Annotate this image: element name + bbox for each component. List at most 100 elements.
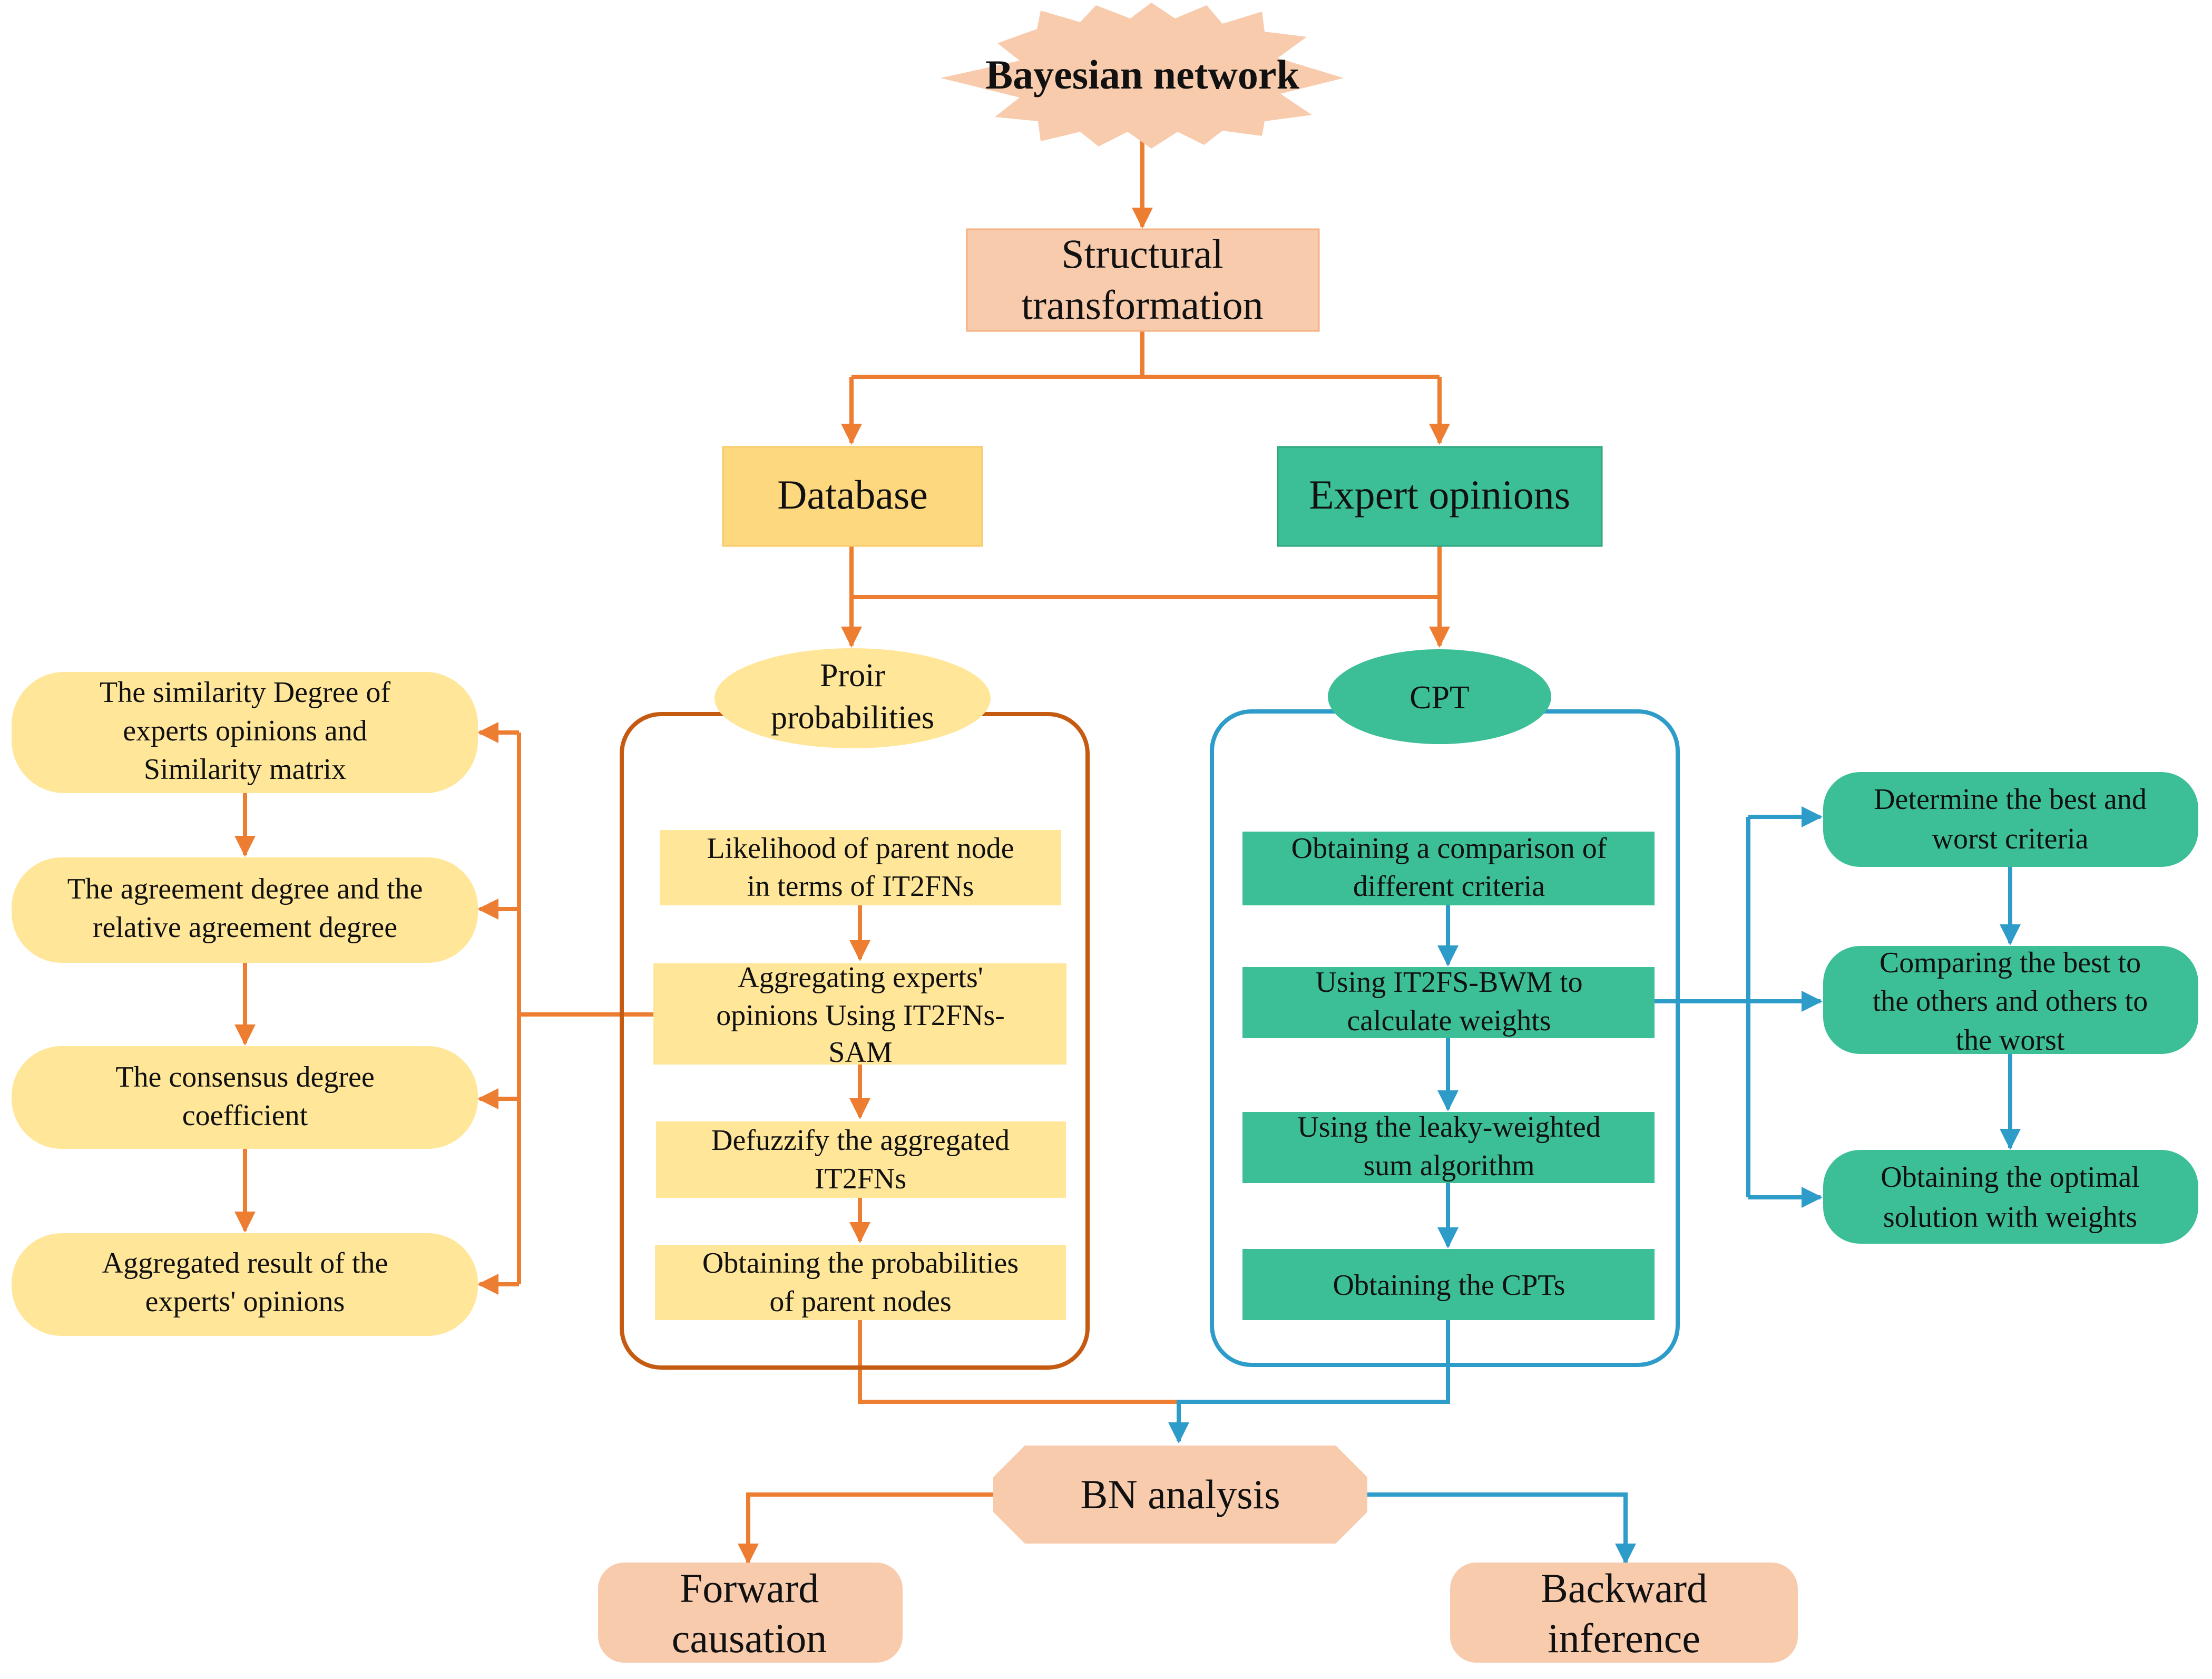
sam-step: The consensus degree coefficient: [12, 1046, 478, 1149]
bn-analysis-label: BN analysis: [1080, 1471, 1280, 1517]
cpt-step-1-line-1: Obtaining a comparison of: [1291, 832, 1607, 865]
expert-opinions-node: Expert opinions: [1277, 446, 1603, 547]
bwm-step-2-line-3: the worst: [1956, 1024, 2065, 1057]
sam-step: The agreement degree and the relative ag…: [12, 857, 478, 963]
sam-step-box: [12, 1046, 478, 1149]
backward-inference-line-2: inference: [1548, 1615, 1700, 1661]
bwm-step-box: [1823, 1150, 2198, 1244]
prior-step-2-line-3: SAM: [828, 1036, 892, 1069]
sam-detail-column: The similarity Degree of experts opinion…: [12, 672, 478, 1336]
cpt-step-box: [1242, 1112, 1655, 1183]
bwm-step-1-line-1: Determine the best and: [1874, 783, 2147, 816]
prior-step-3-line-2: IT2FNs: [815, 1163, 906, 1195]
structural-transformation-box: [966, 228, 1320, 332]
prior-step-4-line-1: Obtaining the probabilities: [702, 1247, 1019, 1280]
prior-step: Obtaining the probabilities of parent no…: [655, 1245, 1066, 1320]
prior-step-box: [656, 1121, 1066, 1198]
structural-transformation-line-2: transformation: [1021, 282, 1263, 328]
bwm-step: Obtaining the optimal solution with weig…: [1823, 1150, 2198, 1244]
forward-causation-line-2: causation: [672, 1615, 827, 1661]
connector-database-down: [849, 545, 1440, 599]
cpt-step: Obtaining the CPTs: [1242, 1249, 1655, 1320]
sam-step-2-line-1: The agreement degree and the: [67, 873, 423, 905]
forward-causation-box: [598, 1563, 903, 1663]
prior-step: Aggregating experts' opinions Using IT2F…: [653, 961, 1066, 1069]
bwm-step-1-line-2: worst criteria: [1932, 823, 2089, 855]
bwm-step-3-line-1: Obtaining the optimal: [1881, 1161, 2139, 1194]
bwm-step: Comparing the best to the others and oth…: [1823, 946, 2198, 1057]
connector-bn-to-backward: [1367, 1492, 1636, 1565]
prior-step-1-line-2: in terms of IT2FNs: [747, 870, 974, 903]
sam-step: The similarity Degree of experts opinion…: [12, 672, 478, 793]
sam-step-2-line-2: relative agreement degree: [93, 911, 397, 944]
cpt-step: Using the leaky-weighted sum algorithm: [1242, 1111, 1655, 1183]
orange-connectors: [234, 140, 1450, 1565]
bwm-step-box: [1823, 946, 2198, 1054]
bwm-step-box: [1823, 772, 2198, 867]
bn-analysis-node: BN analysis: [993, 1446, 1367, 1544]
title-starburst: [941, 3, 1344, 149]
structural-transformation-line-1: Structural: [1061, 231, 1224, 277]
backward-inference-line-1: Backward: [1541, 1565, 1707, 1611]
blue-connectors: [1168, 806, 2021, 1565]
prior-step-2-line-2: opinions Using IT2FNs-: [716, 999, 1005, 1032]
cpt-step-1-line-2: different criteria: [1353, 870, 1545, 903]
cpt-header-label: CPT: [1410, 680, 1470, 716]
sam-step-box: [12, 857, 478, 963]
sam-step-4-line-2: experts' opinions: [145, 1285, 345, 1318]
backward-inference-box: [1450, 1563, 1798, 1663]
sam-step-1-line-1: The similarity Degree of: [100, 676, 390, 709]
cpt-step-box: [1242, 1249, 1655, 1320]
prior-header-line-1: Proir: [820, 658, 885, 694]
sam-step-1-line-2: experts opinions and: [123, 715, 367, 747]
expert-opinions-box: [1277, 446, 1603, 547]
prior-step: Likelihood of parent node in terms of IT…: [660, 830, 1061, 905]
connector-structural-split: [851, 331, 1440, 379]
cpt-step-box: [1242, 967, 1655, 1038]
database-box: [722, 446, 983, 547]
sam-step-box: [12, 1233, 478, 1336]
connector-sam-bracket: [517, 733, 658, 1284]
connector-bn-to-forward: [738, 1492, 993, 1565]
prior-step-box: [660, 830, 1061, 905]
bwm-step-2-line-2: the others and others to: [1873, 985, 2148, 1018]
bn-analysis-octagon: [993, 1446, 1367, 1544]
prior-header-ellipse: [715, 648, 991, 748]
bwm-step: Determine the best and worst criteria: [1823, 772, 2198, 867]
sam-step: Aggregated result of the experts' opinio…: [12, 1233, 478, 1336]
prior-header-line-2: probabilities: [771, 700, 934, 736]
expert-opinions-label: Expert opinions: [1309, 472, 1570, 518]
cpt-step: Obtaining a comparison of different crit…: [1242, 832, 1655, 905]
cpt-step-4-line-1: Obtaining the CPTs: [1333, 1269, 1565, 1302]
sam-step-3-line-1: The consensus degree: [115, 1061, 374, 1094]
connector-cpt-to-bn: [1168, 1320, 1450, 1443]
bwm-step-2-line-1: Comparing the best to: [1880, 946, 2141, 979]
sam-step-4-line-1: Aggregated result of the: [102, 1247, 388, 1280]
cpt-step-box: [1242, 832, 1655, 905]
forward-causation-node: Forward causation: [598, 1563, 903, 1663]
sam-step-3-line-2: coefficient: [182, 1099, 308, 1132]
bwm-detail-column: Determine the best and worst criteria Co…: [1823, 772, 2198, 1244]
prior-step-3-line-1: Defuzzify the aggregated: [711, 1124, 1010, 1157]
database-node: Database: [722, 446, 983, 547]
cpt-step-3-line-1: Using the leaky-weighted: [1297, 1111, 1600, 1144]
cpt-step-3-line-2: sum algorithm: [1363, 1149, 1534, 1182]
prior-step-box: [653, 963, 1066, 1065]
sam-step-1-line-3: Similarity matrix: [144, 753, 346, 786]
bwm-step-3-line-2: solution with weights: [1883, 1201, 2137, 1234]
cpt-header-ellipse: [1328, 649, 1551, 744]
forward-causation-line-1: Forward: [680, 1565, 819, 1611]
prior-step-4-line-2: of parent nodes: [769, 1285, 951, 1318]
cpt-panel: CPT Obtaining a comparison of different …: [1210, 649, 1680, 1367]
cpt-step-2-line-1: Using IT2FS-BWM to: [1315, 966, 1582, 999]
structural-transformation-node: Structural transformation: [966, 228, 1320, 332]
prior-probabilities-panel: Proir probabilities Likelihood of parent…: [620, 648, 1090, 1370]
prior-step-1-line-1: Likelihood of parent node: [707, 832, 1014, 865]
cpt-step-2-line-2: calculate weights: [1347, 1004, 1551, 1037]
title-text: Bayesian network: [985, 52, 1299, 97]
connector-prior-to-bn: [858, 1320, 1179, 1404]
sam-step-box: [12, 672, 478, 793]
prior-step-2-line-1: Aggregating experts': [738, 961, 983, 994]
backward-inference-node: Backward inference: [1450, 1563, 1798, 1663]
